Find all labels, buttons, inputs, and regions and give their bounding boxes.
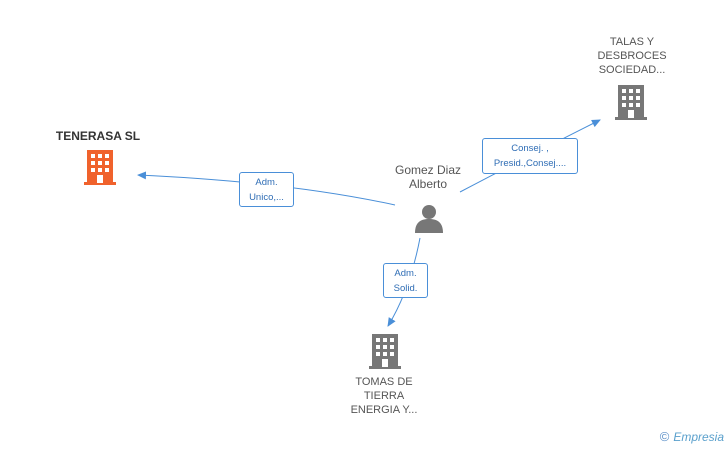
- edge-label-tenerasa-line2: Unico,...: [249, 192, 284, 203]
- copyright-symbol: ©: [659, 429, 670, 444]
- person-icon[interactable]: [413, 202, 445, 234]
- edge-label-tomas-line2: Solid.: [393, 283, 418, 294]
- edge-label-talas-line1: Consej. ,: [511, 143, 549, 154]
- edge-label-tomas-line1: Adm.: [394, 268, 417, 279]
- company-name-talas[interactable]: TALAS Y DESBROCES SOCIEDAD...: [580, 35, 684, 77]
- company-name-tomas-line1: TOMAS DE: [355, 376, 413, 388]
- company-name-tenerasa[interactable]: TENERASA SL: [55, 129, 141, 143]
- edge-label-tenerasa[interactable]: Adm. Unico,...: [239, 172, 294, 207]
- edge-label-talas-line2: Presid.,Consej....: [493, 158, 567, 169]
- edge-label-talas[interactable]: Consej. , Presid.,Consej....: [482, 138, 578, 174]
- company-name-tomas-line2: TIERRA: [363, 390, 405, 402]
- company-name-tomas[interactable]: TOMAS DE TIERRA ENERGIA Y...: [332, 375, 436, 417]
- building-icon-talas[interactable]: [615, 85, 647, 120]
- brand-name: Empresia: [673, 429, 724, 444]
- building-icon-tenerasa[interactable]: [84, 150, 116, 185]
- brand-logo[interactable]: © Empresia: [660, 429, 724, 444]
- edge-label-tomas[interactable]: Adm. Solid.: [383, 263, 428, 298]
- person-name[interactable]: Gomez Diaz Alberto: [378, 163, 478, 191]
- company-name-talas-line2: DESBROCES: [597, 50, 667, 62]
- company-name-talas-line1: TALAS Y: [609, 36, 655, 48]
- company-name-tomas-line3: ENERGIA Y...: [350, 404, 418, 416]
- building-icon-tomas[interactable]: [369, 334, 401, 369]
- person-name-line1: Gomez Diaz: [394, 163, 462, 177]
- company-name-talas-line3: SOCIEDAD...: [598, 64, 666, 76]
- person-name-line2: Alberto: [408, 177, 448, 191]
- edge-label-tenerasa-line1: Adm.: [255, 177, 278, 188]
